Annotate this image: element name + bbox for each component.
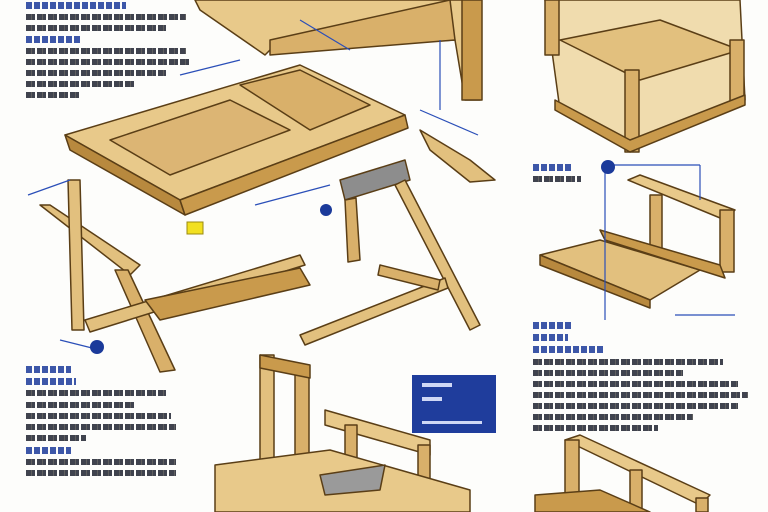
text-block-right-label	[533, 164, 593, 187]
bench-illustration	[539, 174, 736, 309]
crate-illustration	[544, 0, 746, 153]
blue-dot-marker-icon	[90, 340, 104, 354]
text-block-top-left	[26, 2, 196, 103]
blue-dot-marker-icon	[601, 160, 615, 174]
shelf-unit-illustration	[214, 354, 471, 512]
frame-illustration	[534, 434, 711, 512]
text-block-bottom-left	[26, 366, 196, 481]
blue-label-box	[412, 375, 496, 433]
dimension-lines	[27, 19, 735, 351]
blue-dot-marker-icon	[320, 204, 332, 216]
text-block-right-description	[533, 322, 753, 436]
yellow-label-marker-icon	[186, 221, 204, 235]
top-frame-illustration	[194, 0, 483, 101]
workbench-illustration	[39, 64, 496, 373]
